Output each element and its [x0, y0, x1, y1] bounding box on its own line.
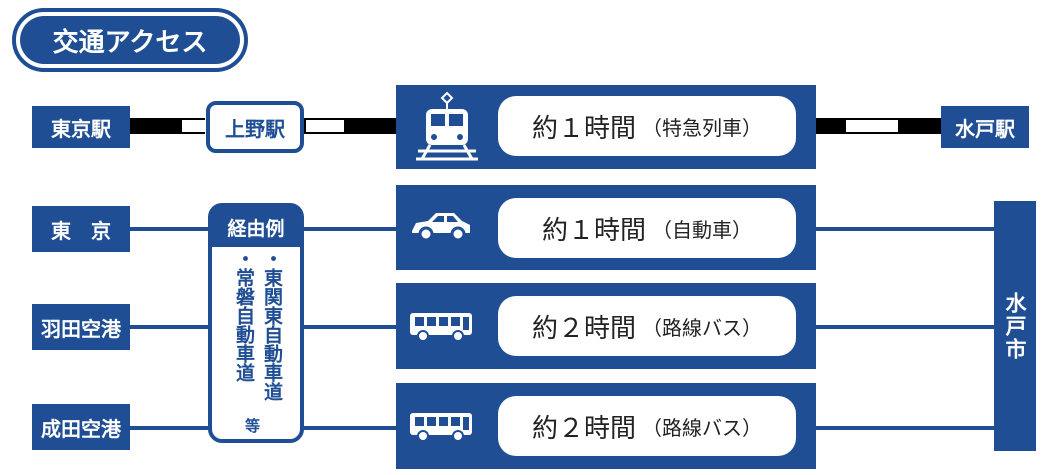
- title-badge-inner: 交通アクセス: [20, 16, 240, 64]
- rail-track-right-white: [846, 120, 898, 132]
- route-joban: ・常磐自動車道: [233, 249, 255, 382]
- connector-right-2: [816, 325, 994, 329]
- destination-mito-city: 水戸市: [994, 201, 1036, 451]
- connector-right-3: [816, 426, 994, 430]
- title-badge: 交通アクセス: [12, 8, 248, 72]
- via-station-ueno: 上野駅: [206, 101, 304, 153]
- origin-narita-airport: 成田空港: [32, 404, 130, 450]
- bus-time-1: 約２時間: [531, 313, 636, 344]
- bus-time-box-2: 約２時間 （路線バス）: [396, 383, 816, 469]
- bus-time-box-1: 約２時間 （路線バス）: [396, 283, 816, 369]
- connector-mid-1: [300, 227, 396, 231]
- destination-mito-city-label: 水戸市: [1003, 291, 1027, 361]
- rail-time-pill: 約１時間 （特急列車）: [498, 96, 796, 156]
- origin-station-tokyo: 東京駅: [32, 106, 130, 148]
- connector-haneda: [130, 325, 212, 329]
- route-higashi-kanto: ・東関東自動車道: [261, 249, 283, 401]
- rail-track-mid-white: [306, 120, 344, 132]
- rail-time: 約１時間: [531, 113, 636, 144]
- bus-time-2: 約２時間: [531, 413, 636, 444]
- bus-type-2: （路線バス）: [642, 415, 762, 440]
- bus-type-1: （路線バス）: [642, 315, 762, 340]
- route-example-box: 経由例 ・東関東自動車道 ・常磐自動車道 等: [208, 203, 304, 443]
- connector-tokyo: [130, 227, 212, 231]
- rail-time-box: 約１時間 （特急列車）: [396, 85, 816, 169]
- car-time-pill: 約１時間 （自動車）: [498, 198, 796, 258]
- rail-track-left-white: [182, 120, 206, 132]
- origin-haneda-airport: 羽田空港: [32, 304, 130, 350]
- car-time: 約１時間: [541, 215, 646, 246]
- page-title: 交通アクセス: [52, 27, 208, 58]
- train-icon: [416, 91, 478, 161]
- bus-icon: [410, 413, 472, 442]
- connector-right-1: [816, 227, 994, 231]
- bus-time-pill-2: 約２時間 （路線バス）: [498, 396, 796, 456]
- car-icon: [412, 213, 470, 242]
- route-etc: 等: [245, 417, 261, 435]
- connector-narita: [130, 426, 212, 430]
- bus-time-pill-1: 約２時間 （路線バス）: [498, 296, 796, 356]
- route-example-heading: 経由例: [227, 217, 285, 240]
- car-type: （自動車）: [652, 217, 752, 242]
- rail-type: （特急列車）: [642, 115, 762, 140]
- car-time-box: 約１時間 （自動車）: [396, 185, 816, 270]
- via-station-label: 上野駅: [225, 116, 285, 141]
- destination-station-mito: 水戸駅: [941, 106, 1029, 148]
- bus-icon: [410, 313, 472, 342]
- route-example-heading-bg: 経由例: [212, 207, 300, 247]
- origin-tokyo: 東 京: [32, 206, 130, 252]
- connector-mid-2: [300, 325, 396, 329]
- connector-mid-3: [300, 426, 396, 430]
